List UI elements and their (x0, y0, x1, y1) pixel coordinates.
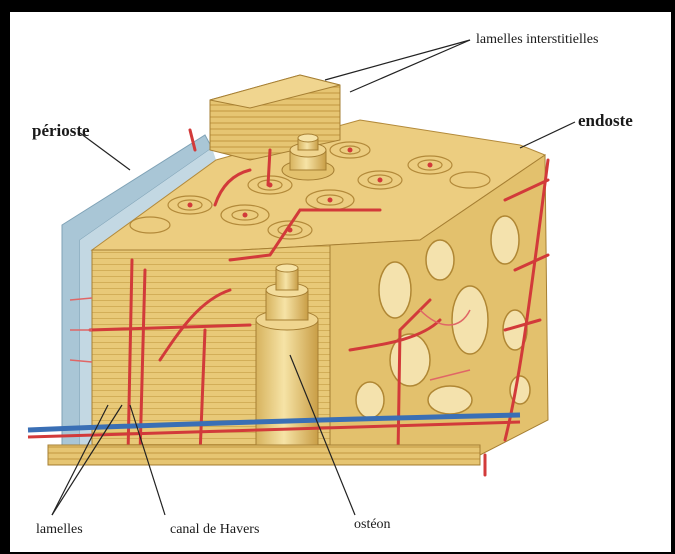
label-canal-havers: canal de Havers (170, 523, 259, 537)
label-lamelles-interstitielles: lamelles interstitielles (476, 33, 598, 47)
label-endoste: endoste (578, 112, 633, 129)
bone-base (48, 445, 480, 465)
label-lamelles: lamelles (36, 523, 83, 537)
label-periosteum: périoste (32, 122, 90, 139)
label-osteon: ostéon (354, 518, 391, 532)
